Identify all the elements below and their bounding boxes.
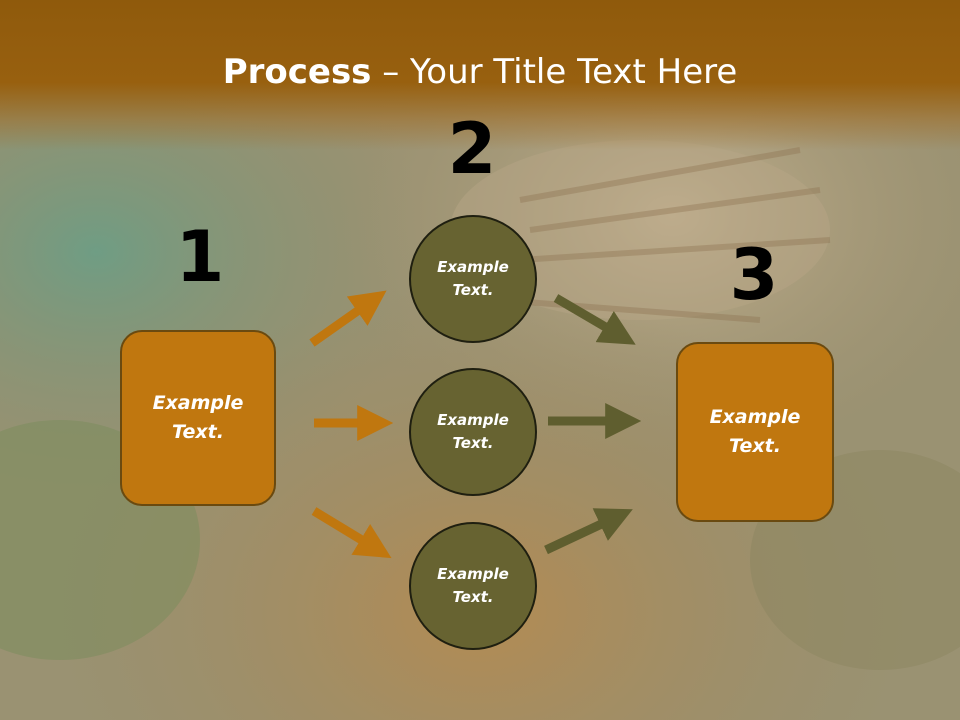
circle-bottom: Example Text.	[409, 522, 537, 650]
left-box-line1: Example	[152, 392, 244, 414]
circle-bottom-line2: Text.	[452, 588, 494, 606]
circle-top: Example Text.	[409, 215, 537, 343]
step-number-3: 3	[729, 234, 779, 316]
circle-bottom-line1: Example	[437, 565, 509, 583]
arrow-left-up	[309, 290, 387, 347]
circle-top-line2: Text.	[452, 281, 494, 299]
left-box: Example Text.	[120, 330, 276, 506]
step-number-2: 2	[447, 108, 497, 190]
left-box-line2: Text.	[172, 421, 224, 443]
step-number-1: 1	[175, 216, 225, 298]
arrow-right-up	[544, 508, 633, 555]
right-box-line2: Text.	[729, 435, 781, 457]
right-box-line1: Example	[709, 406, 801, 428]
circle-middle-line2: Text.	[452, 434, 494, 452]
circle-middle-line1: Example	[437, 411, 509, 429]
circle-middle: Example Text.	[409, 368, 537, 496]
title-bar	[0, 0, 960, 150]
title-rest: – Your Title Text Here	[371, 52, 738, 92]
arrow-left-down	[311, 507, 392, 559]
right-box: Example Text.	[676, 342, 834, 522]
slide-title: Process – Your Title Text Here	[0, 52, 960, 92]
title-bold: Process	[222, 52, 372, 92]
arrow-right-down	[553, 294, 636, 345]
circle-top-line1: Example	[437, 258, 509, 276]
